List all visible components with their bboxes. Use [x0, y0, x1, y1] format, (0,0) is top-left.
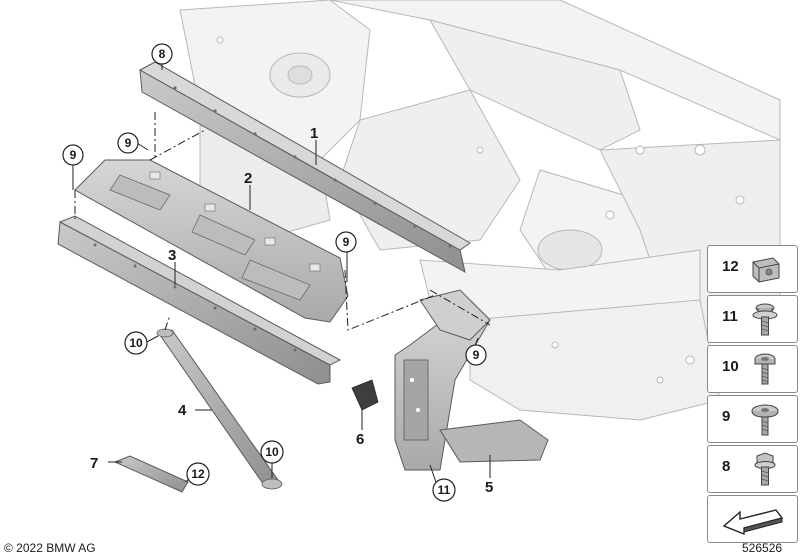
circled-callout-10b: 10 [260, 440, 284, 464]
legend-item-9: 9 [707, 395, 798, 443]
legend-number: 8 [722, 458, 731, 475]
hex-bolt-icon [754, 452, 776, 486]
assembly-lines [74, 112, 491, 331]
part-2-shield-plate [74, 159, 349, 323]
circled-callout-10b-label: 10 [265, 445, 279, 459]
callout-2: 2 [244, 170, 252, 187]
callout-7: 7 [90, 455, 98, 472]
circled-callout-11: 11 [432, 478, 456, 502]
arrow-ref-icon [722, 509, 784, 536]
part-4-strut-rod [156, 328, 283, 490]
circled-callouts: 8 9 9 9 9 10 10 11 [62, 43, 487, 502]
circled-callout-11-label: 11 [438, 483, 451, 497]
callout-4: 4 [178, 402, 187, 419]
callout-labels: 1 2 3 4 5 6 7 [90, 125, 493, 496]
circled-callout-9a: 9 [117, 132, 139, 154]
part-7-small-bracket [113, 455, 189, 493]
legend-number: 12 [722, 258, 739, 275]
circled-callout-10a-label: 10 [129, 336, 143, 350]
circled-callout-10a: 10 [124, 331, 148, 355]
circled-callout-8-label: 8 [159, 47, 166, 61]
legend-item-12: 12 [707, 245, 798, 293]
pan-head-screw-icon [751, 404, 779, 436]
circled-callout-9c-label: 9 [343, 235, 350, 249]
part-6-clip [351, 379, 379, 411]
diagram-id: 526526 [742, 541, 783, 555]
part-1-upper-bar [138, 61, 471, 273]
legend-item-11: 11 [707, 295, 798, 343]
circled-callout-9d-label: 9 [473, 348, 480, 362]
vehicle-front-structure [179, 0, 781, 421]
copyright-notice: © 2022 BMW AG [4, 541, 96, 555]
legend-item-8: 8 [707, 445, 798, 493]
callout-3: 3 [168, 247, 176, 264]
part-5-side-bracket [394, 289, 549, 471]
circled-callout-9b: 9 [62, 144, 84, 166]
legend-number: 11 [722, 308, 738, 325]
circled-callout-9c: 9 [335, 231, 357, 253]
circled-callout-9b-label: 9 [70, 148, 77, 162]
circled-callout-9d: 9 [465, 344, 487, 366]
circled-callout-8: 8 [151, 43, 173, 65]
torx-flange-screw-icon [754, 353, 776, 385]
fastener-legend: 12 11 10 9 [707, 245, 798, 543]
callout-5: 5 [485, 479, 493, 496]
callout-6: 6 [356, 431, 364, 448]
legend-item-10: 10 [707, 345, 798, 393]
legend-number: 9 [722, 408, 731, 425]
circled-callout-12-label: 12 [191, 467, 205, 481]
circled-callout-9a-label: 9 [125, 136, 132, 150]
hex-flange-bolt-icon [752, 303, 778, 336]
clip-nut-icon [752, 257, 780, 283]
part-3-lower-bar [57, 215, 342, 385]
legend-item-arrow [707, 495, 798, 543]
callout-1: 1 [310, 125, 318, 142]
legend-number: 10 [722, 358, 739, 375]
circled-callout-12: 12 [186, 462, 210, 486]
